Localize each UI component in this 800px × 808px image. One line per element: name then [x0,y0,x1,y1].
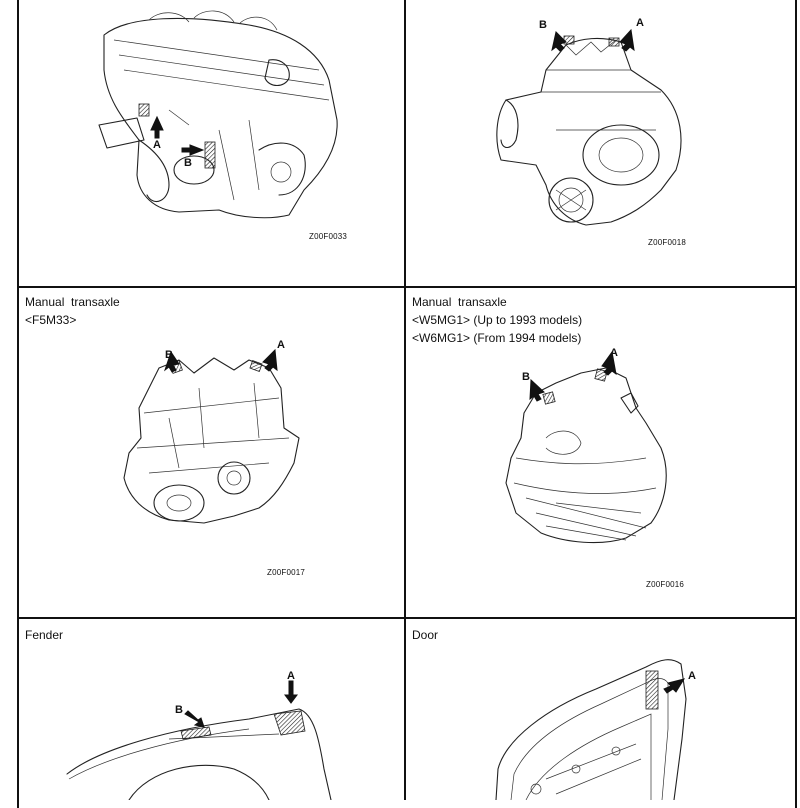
fender-illustration: A B [66,670,332,800]
manual-transaxle-f5m33-panel: Manual transaxle<F5M33> B A Z00F0017 [19,288,404,617]
door-panel: Door A [406,619,793,800]
panel-caption: Manual transaxle<W5MG1> (Up to 1993 mode… [412,295,583,345]
automatic-transaxle-panel: B A Z00F0018 [406,0,793,286]
manual-transaxle-w5mg1-panel: Manual transaxle<W5MG1> (Up to 1993 mode… [406,288,793,617]
row-divider [17,286,795,288]
panel-caption: Door [412,628,439,642]
figure-code: Z00F0016 [646,580,685,589]
callout-label: A [277,339,285,351]
column-divider [404,0,406,800]
callout-label: B [522,371,530,383]
figure-code: Z00F0017 [267,568,306,577]
panel-caption: Manual transaxle<F5M33> [25,295,120,327]
callout-label: B [539,19,547,31]
automatic-transaxle-illustration: B A [496,17,682,226]
callout-label: A [688,670,696,682]
fender-panel: Fender A B [19,619,404,800]
engine-panel: A B Z00F0033 [19,0,404,286]
callout-label: A [636,17,644,29]
callout-label: A [610,347,618,359]
callout-label: B [165,349,173,361]
manual-transaxle-f5m33-illustration: B A [123,339,300,524]
figure-code: Z00F0033 [309,232,348,241]
callout-label: B [184,157,192,169]
panel-caption: Fender [25,628,64,642]
manual-transaxle-w5mg1-illustration: B A [505,347,667,544]
callout-label: A [153,139,161,151]
door-illustration: A [495,659,696,800]
panel-grid [17,0,797,808]
engine-illustration: A B [98,10,338,219]
figure-code: Z00F0018 [648,238,687,247]
callout-label: B [175,704,183,716]
row-divider [17,617,795,619]
callout-label: A [287,670,295,682]
